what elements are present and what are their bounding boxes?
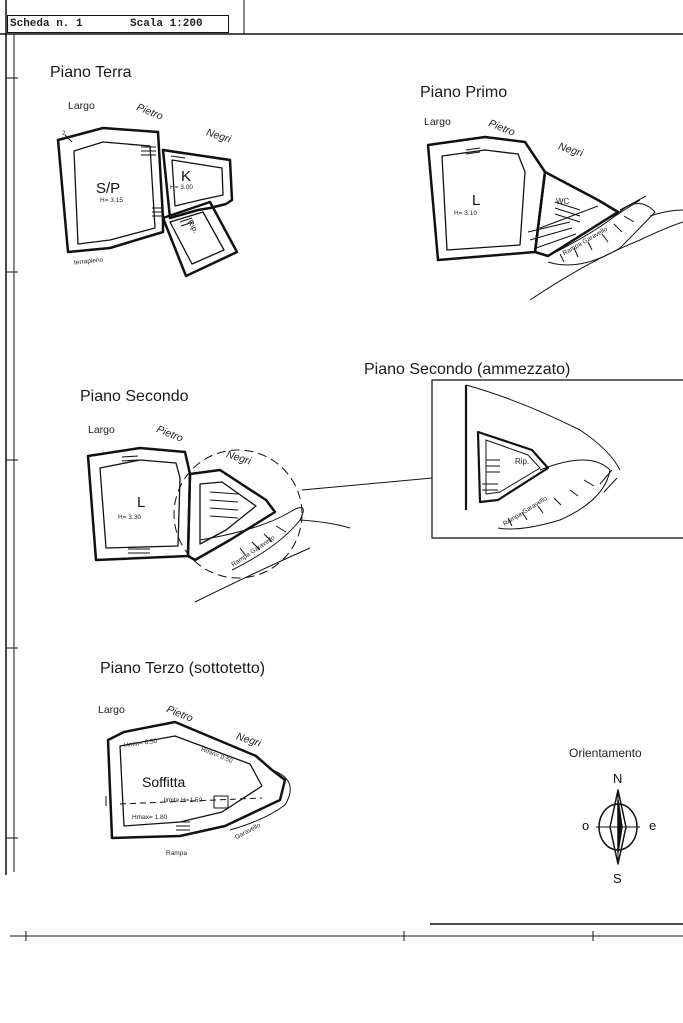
height-max: Hmax= 1.80 [132, 814, 168, 821]
room-code-l-primo: L [472, 192, 481, 209]
compass-north: N [613, 771, 623, 786]
title-piano-secondo: Piano Secondo [80, 388, 189, 405]
street-label-largo-terzo: Largo [98, 704, 125, 716]
compass-rose [596, 789, 640, 865]
room-code-sp: S/P [96, 180, 121, 197]
compass-south: S [613, 871, 622, 886]
detail-leader [301, 477, 433, 491]
compass-west: o [582, 818, 590, 833]
room-label-wc: WC [556, 197, 570, 206]
orientation-title: Orientamento [569, 746, 642, 760]
height-limit-line: limite H=1.50 [164, 797, 203, 804]
title-piano-secondo-ammezzato: Piano Secondo (ammezzato) [364, 361, 571, 378]
plan-ammezzato [464, 384, 621, 510]
room-label-rip-ammezzato: Rip. [515, 457, 530, 466]
room-height-sp: H= 3.15 [100, 197, 123, 204]
scale-label: Scala 1:200 [130, 18, 203, 30]
room-height-k: H= 3.00 [170, 184, 193, 191]
compass-east: e [649, 818, 657, 833]
sheet-number: Scheda n. 1 [10, 18, 83, 30]
room-code-k: K [181, 168, 192, 185]
room-height-l-secondo: H= 3.30 [118, 514, 141, 521]
vertex-mark: 2 [62, 130, 66, 137]
title-piano-terzo: Piano Terzo (sottotetto) [100, 660, 266, 677]
title-piano-terra: Piano Terra [50, 64, 132, 81]
title-piano-primo: Piano Primo [420, 84, 508, 101]
street-label-largo-primo: Largo [424, 116, 451, 128]
room-height-l-primo: H= 3.10 [454, 210, 477, 217]
street-label-largo: Largo [68, 100, 95, 112]
room-label-soffitta: Soffitta [142, 774, 186, 790]
rampa-label-terzo: Rampa [166, 850, 187, 857]
street-label-largo-secondo: Largo [88, 424, 115, 436]
room-code-l-secondo: L [137, 494, 146, 511]
header-box [7, 15, 229, 33]
plan-piano-secondo [86, 446, 277, 562]
plan-piano-terra [56, 126, 239, 278]
detail-circle [173, 449, 303, 579]
plan-piano-primo [426, 135, 620, 262]
detail-box [431, 379, 683, 539]
